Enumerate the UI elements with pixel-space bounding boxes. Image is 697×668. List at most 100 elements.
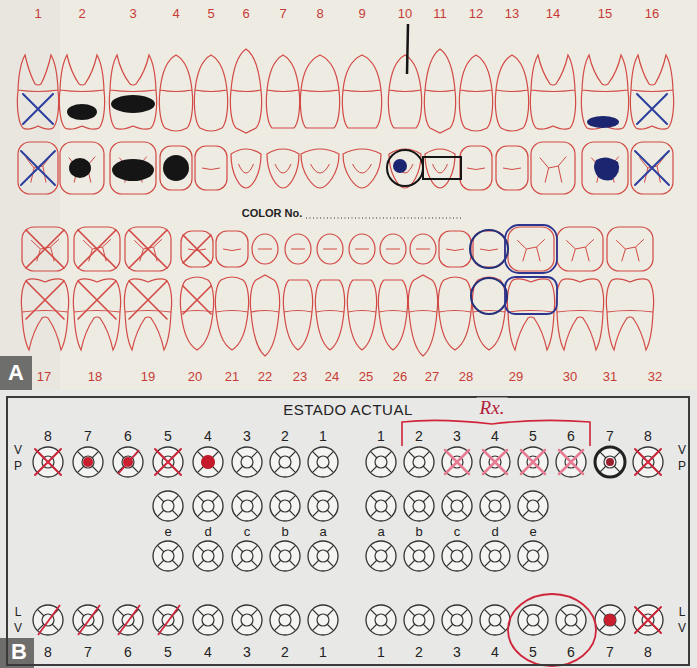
surface-divider — [484, 545, 505, 566]
tooth-number: 18 — [88, 370, 102, 383]
occlusal-outline — [252, 234, 278, 264]
tooth-buccal — [73, 279, 120, 350]
fissure-line — [591, 157, 619, 183]
teeth — [17, 49, 673, 356]
x-mark — [21, 151, 55, 185]
x-mark — [521, 450, 545, 474]
surface-divider — [446, 545, 467, 566]
tooth-buccal — [215, 277, 248, 350]
primary-tooth-letter: b — [415, 525, 422, 538]
surface-key: V — [678, 444, 686, 456]
surface-outer — [518, 491, 548, 521]
x-mark — [155, 449, 181, 475]
tooth-number: 7 — [606, 645, 614, 659]
panel-b-ground — [0, 390, 697, 668]
crown-ring — [470, 230, 508, 268]
occlusal-outline — [317, 234, 343, 264]
surface-divider — [236, 451, 257, 472]
surface-inner — [375, 500, 387, 512]
tooth-number: 2 — [78, 7, 85, 20]
surface-divider — [408, 545, 429, 566]
tooth-number: 4 — [491, 645, 499, 659]
surface-divider — [560, 609, 581, 630]
surface-divider — [484, 609, 505, 630]
surface-divider — [599, 451, 620, 472]
surface-outer — [404, 491, 434, 521]
red-slash — [158, 605, 180, 635]
surface-inner — [279, 500, 291, 512]
surface-inner — [241, 456, 253, 468]
surface-divider — [522, 609, 543, 630]
fissure-line — [566, 239, 594, 261]
tooth-number: 6 — [242, 7, 249, 20]
surface-inner — [82, 456, 94, 468]
surface-outer — [442, 541, 472, 571]
surface-outer — [404, 605, 434, 635]
surface-key: V — [14, 622, 22, 634]
surface-divider — [370, 545, 391, 566]
surface-outer — [232, 605, 262, 635]
filling-mark — [587, 116, 619, 128]
tooth-surface-symbol — [595, 605, 625, 635]
tooth-surface-symbol — [556, 605, 586, 635]
tooth-buccal — [230, 49, 261, 133]
surface-outer — [556, 447, 586, 477]
tooth-number: 8 — [44, 429, 52, 443]
tooth-surface-symbol — [232, 447, 262, 477]
occlusal-outline — [343, 149, 381, 188]
surface-markings — [35, 420, 661, 666]
markings — [21, 24, 669, 319]
tooth-number: 10 — [398, 7, 412, 20]
surface-inner — [604, 614, 616, 626]
tooth-buccal — [630, 55, 673, 129]
tooth-number: 5 — [164, 429, 172, 443]
red-slash — [78, 605, 100, 635]
tooth-buccal — [408, 275, 437, 356]
tooth-number: 3 — [129, 7, 136, 20]
tooth-surface-symbol — [404, 491, 434, 521]
tooth-surface-symbol — [270, 447, 300, 477]
fissure-line — [503, 168, 521, 170]
surface-inner — [317, 550, 329, 562]
tooth-surface-symbol — [193, 491, 223, 521]
surface-divider — [157, 545, 178, 566]
tooth-surface-symbol — [153, 447, 183, 477]
surface-key: P — [14, 460, 22, 472]
surface-divider — [484, 495, 505, 516]
filling-mark — [163, 155, 189, 181]
x-mark — [635, 151, 669, 185]
tooth-buccal — [342, 55, 381, 128]
surface-inner — [451, 550, 463, 562]
surface-inner — [375, 456, 387, 468]
surface-outer — [480, 541, 510, 571]
surface-outer — [518, 541, 548, 571]
filling-mark — [594, 157, 619, 180]
surface-key: V — [678, 622, 686, 634]
surface-outer — [480, 605, 510, 635]
surface-outer — [404, 447, 434, 477]
surface-outer — [73, 605, 103, 635]
tooth-number: 5 — [529, 645, 537, 659]
tooth-surface-symbol — [442, 541, 472, 571]
tooth-surface-symbol — [442, 605, 472, 635]
occlusal-outline — [380, 234, 406, 264]
tooth-number: 6 — [567, 429, 575, 443]
tooth-surface-symbol — [518, 491, 548, 521]
bridge-mark — [423, 157, 461, 179]
tooth-surface-symbol — [366, 605, 396, 635]
tooth-number: 1 — [319, 645, 327, 659]
tooth-buccal — [606, 279, 653, 350]
red-slash — [38, 605, 60, 635]
occlusal-outline — [410, 234, 436, 264]
surface-outer — [193, 605, 223, 635]
primary-tooth-letter: b — [281, 525, 288, 538]
tooth-surface-symbol — [153, 605, 183, 635]
fissure-line — [540, 157, 566, 183]
occlusal-outline — [195, 146, 227, 190]
surface-key: L — [679, 606, 686, 618]
surface-inner — [241, 550, 253, 562]
tooth-surface-symbol — [442, 447, 472, 477]
x-mark — [637, 94, 667, 124]
surface-divider — [408, 495, 429, 516]
